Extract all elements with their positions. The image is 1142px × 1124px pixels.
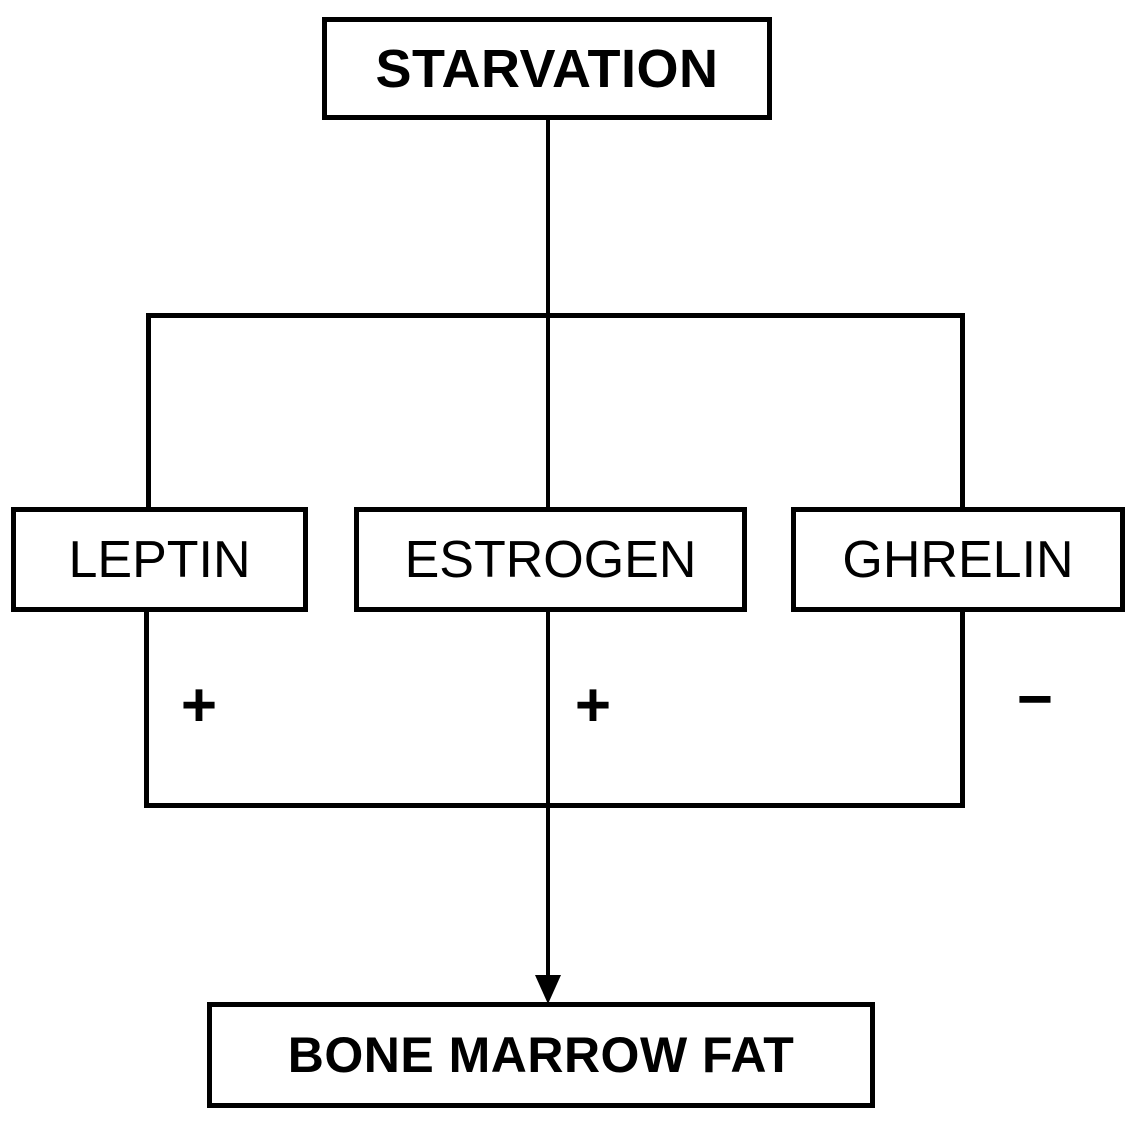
node-ghrelin: GHRELIN bbox=[791, 507, 1125, 612]
sign-leptin-positive: + bbox=[180, 671, 218, 740]
connector-collection-bar bbox=[146, 803, 965, 808]
node-ghrelin-label: GHRELIN bbox=[842, 530, 1074, 589]
sign-ghrelin-negative: − bbox=[1016, 665, 1054, 734]
node-leptin-label: LEPTIN bbox=[68, 530, 251, 589]
connector-leptin-to-bar bbox=[144, 607, 149, 808]
connector-ghrelin-to-bar bbox=[960, 607, 965, 808]
connector-bar-to-leptin bbox=[146, 313, 151, 512]
connector-bar-to-ghrelin bbox=[960, 313, 965, 512]
node-leptin: LEPTIN bbox=[11, 507, 308, 612]
node-estrogen-label: ESTROGEN bbox=[404, 530, 697, 589]
connector-estrogen-to-outcome bbox=[546, 607, 550, 979]
connector-bar-to-estrogen bbox=[546, 313, 550, 512]
sign-estrogen-positive: + bbox=[574, 671, 612, 740]
node-estrogen: ESTROGEN bbox=[354, 507, 747, 612]
connector-distribution-bar bbox=[146, 313, 965, 318]
node-starvation: STARVATION bbox=[322, 17, 772, 120]
node-bone-marrow-fat: BONE MARROW FAT bbox=[207, 1002, 875, 1108]
node-starvation-label: STARVATION bbox=[375, 38, 719, 99]
connector-starvation-to-bar bbox=[546, 118, 550, 316]
node-bone-marrow-fat-label: BONE MARROW FAT bbox=[287, 1027, 795, 1083]
arrowhead-icon bbox=[535, 975, 561, 1004]
